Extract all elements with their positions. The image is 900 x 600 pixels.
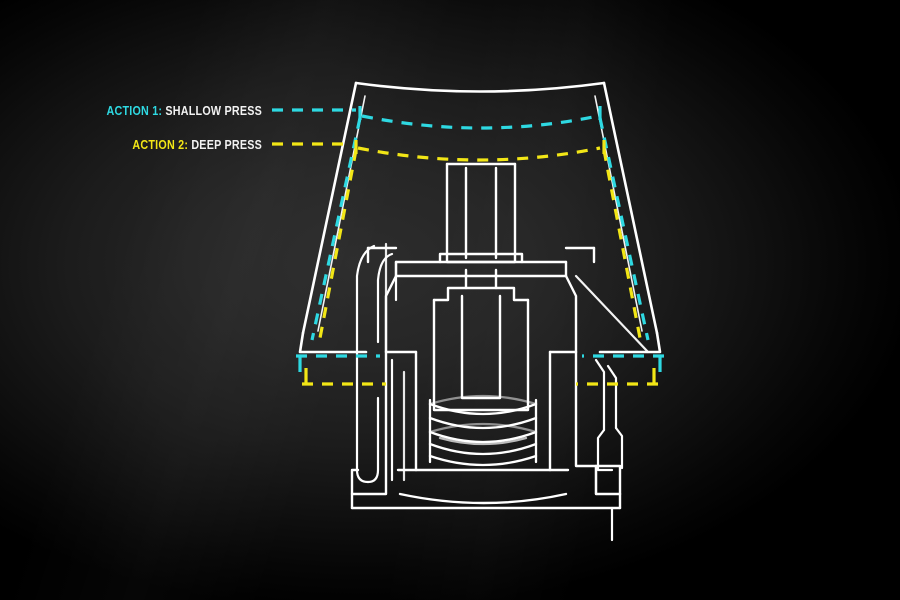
right-contact-leaf (574, 274, 650, 496)
left-contact-leaf (355, 242, 406, 484)
legend-shallow-description: SHALLOW PRESS (165, 104, 262, 118)
legend-item-deep-press: ACTION 2: DEEP PRESS (37, 138, 262, 152)
switch-bottom-housing (350, 350, 622, 510)
legend-shallow-key: ACTION 1: (106, 104, 163, 118)
legend-item-shallow-press: ACTION 1: SHALLOW PRESS (37, 104, 262, 118)
switch-slider (432, 268, 530, 412)
legend-deep-key: ACTION 2: (132, 138, 189, 152)
keycap-outline (298, 81, 662, 354)
keycap-stem (438, 162, 524, 264)
annotation-edge-ticks (354, 106, 606, 154)
keycap-inner-wall (317, 95, 643, 332)
deep-press-annotation (272, 142, 658, 386)
shallow-press-annotation (272, 108, 664, 372)
switch-top-housing (366, 246, 596, 354)
legend-deep-description: DEEP PRESS (191, 138, 262, 152)
switch-spring (428, 394, 538, 467)
